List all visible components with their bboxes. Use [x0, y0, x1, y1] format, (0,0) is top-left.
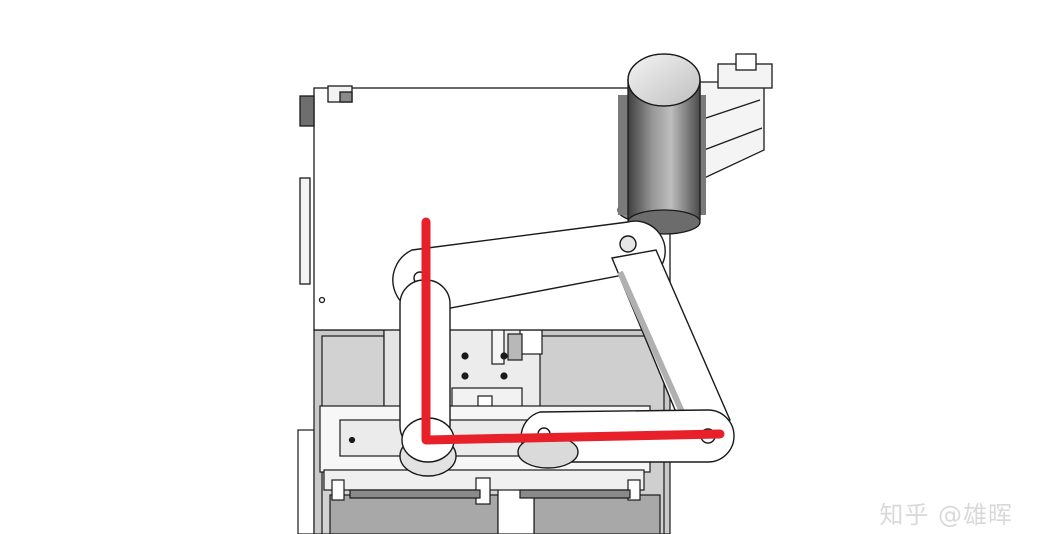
motor-cylinder [617, 53, 773, 235]
watermark-text: 知乎 @雄晖 [879, 501, 1013, 529]
right-link [611, 249, 731, 448]
highlight-path [421, 217, 725, 445]
